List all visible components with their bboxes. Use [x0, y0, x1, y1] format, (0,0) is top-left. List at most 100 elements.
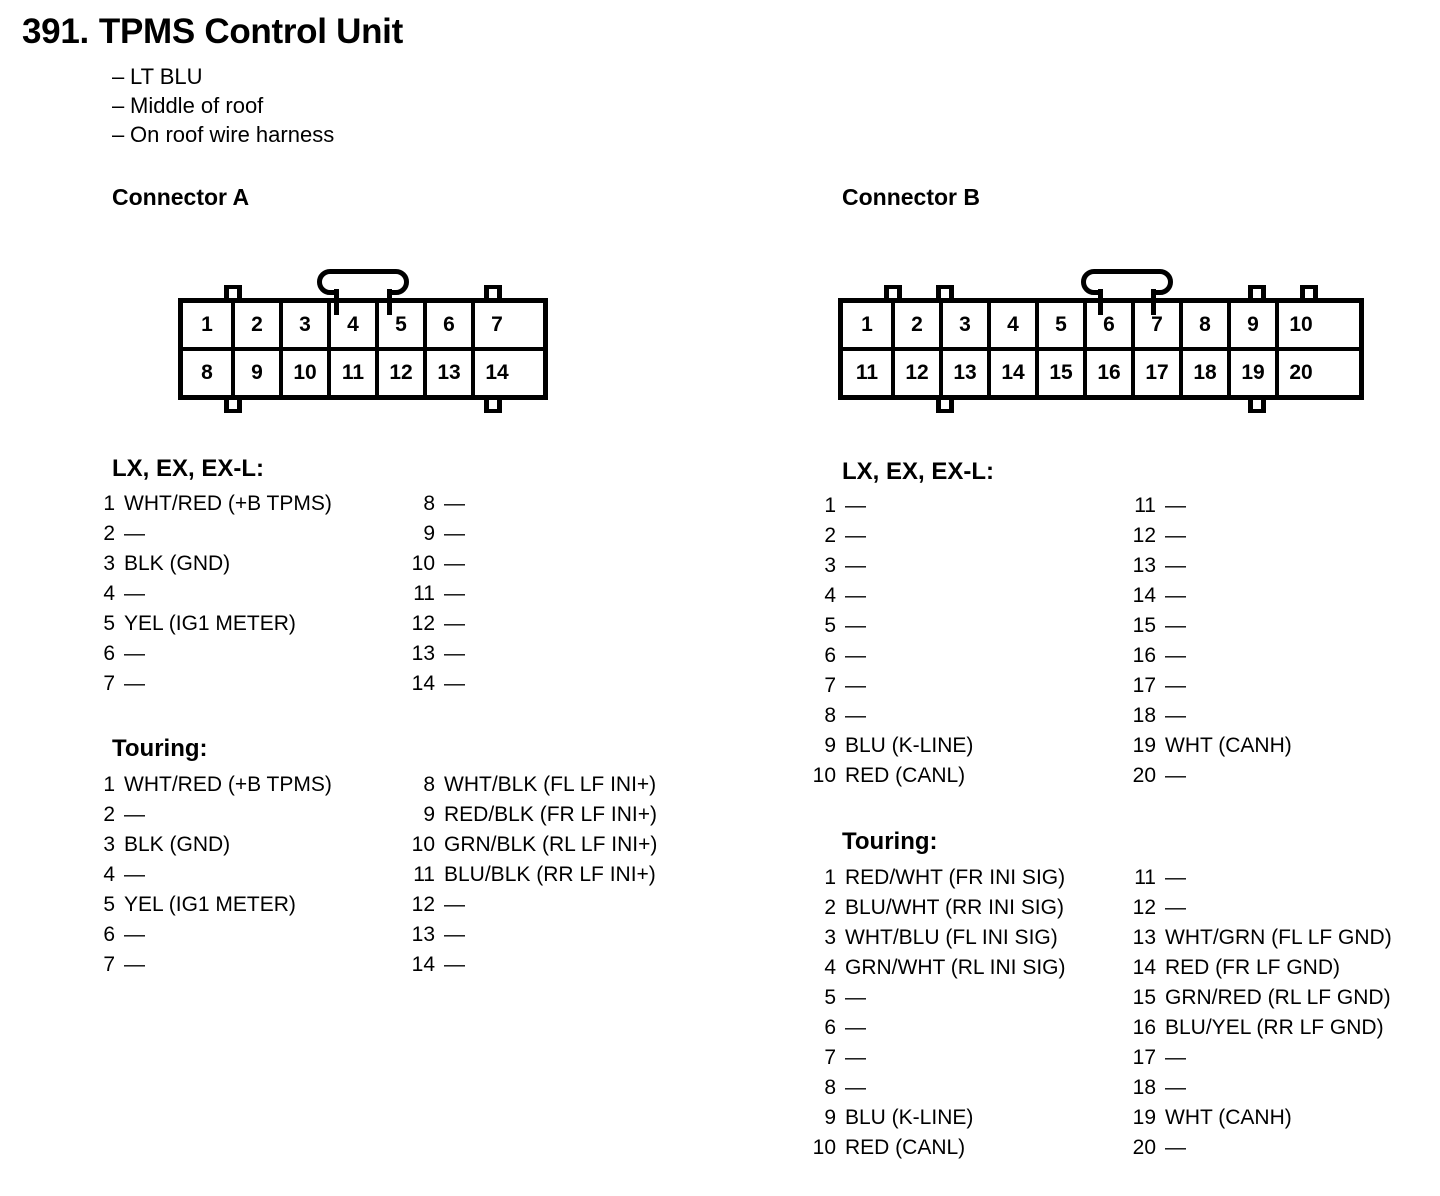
pin-cell: 20 — [1275, 351, 1323, 395]
pin-cell: 6 — [1083, 303, 1131, 347]
pin-number: 13 — [1132, 554, 1156, 577]
pin-number: 12 — [1132, 896, 1156, 919]
pin-cell: 11 — [843, 351, 891, 395]
pin-cell: 7 — [471, 303, 519, 347]
pin-assignment-row: 6— — [85, 642, 332, 672]
pin-number: 8 — [824, 1076, 836, 1099]
pin-wire-label: RED/BLK (FR LF INI+) — [444, 803, 657, 826]
pin-assignment-row: 12— — [405, 612, 465, 642]
pin-wire-label: BLU (K-LINE) — [845, 734, 974, 757]
connector-lock-tab — [484, 285, 502, 303]
pin-assignment-row: 1— — [806, 494, 973, 524]
pin-number: 8 — [824, 704, 836, 727]
list-item: –On roof wire harness — [112, 120, 334, 149]
pin-wire-label: RED/WHT (FR INI SIG) — [845, 866, 1066, 889]
pin-number: 1 — [103, 492, 115, 515]
pin-number: 10 — [812, 1136, 836, 1159]
pin-assignment-row: 4 GRN/WHT (RL INI SIG) — [806, 956, 1066, 986]
page-title-number: 391. — [22, 12, 89, 51]
pin-wire-label: BLU (K-LINE) — [845, 1106, 974, 1129]
pin-wire-label: GRN/WHT (RL INI SIG) — [845, 956, 1066, 979]
pin-cell: 2 — [891, 303, 939, 347]
pin-wire-label: — — [124, 522, 145, 545]
connector-lock-tab — [484, 395, 502, 413]
connector-a-lx-section-title: LX, EX, EX-L: — [112, 455, 265, 482]
pin-assignment-row: 5— — [806, 614, 973, 644]
pin-number: 18 — [1132, 704, 1156, 727]
pin-assignment-row: 9— — [405, 522, 465, 552]
pin-wire-label: — — [845, 614, 866, 637]
pin-assignment-row: 16— — [1126, 644, 1292, 674]
pin-number: 6 — [103, 642, 115, 665]
pin-number: 5 — [824, 614, 836, 637]
pin-assignment-row: 12— — [405, 893, 657, 923]
pin-wire-label: YEL (IG1 METER) — [124, 612, 296, 635]
pin-number: 9 — [423, 522, 435, 545]
pin-wire-label: RED (CANL) — [845, 764, 966, 787]
pin-wire-label: YEL (IG1 METER) — [124, 893, 296, 916]
pin-wire-label: — — [845, 494, 866, 517]
pin-wire-label: — — [1165, 1046, 1186, 1069]
pin-wire-label: BLU/YEL (RR LF GND) — [1165, 1016, 1384, 1039]
pin-assignment-row: 20— — [1126, 1136, 1392, 1166]
pin-assignment-row: 13— — [405, 923, 657, 953]
pin-assignment-row: 8— — [405, 492, 465, 522]
bullet-dash-icon: – — [112, 93, 125, 118]
pin-number: 5 — [103, 893, 115, 916]
pin-wire-label: — — [845, 1076, 866, 1099]
pin-wire-label: — — [1165, 674, 1186, 697]
pin-number: 4 — [824, 584, 836, 607]
pin-wire-label: — — [124, 863, 145, 886]
pin-wire-label: — — [845, 554, 866, 577]
pin-number: 13 — [411, 642, 435, 665]
header-bullet-list: –LT BLU –Middle of roof –On roof wire ha… — [112, 62, 334, 149]
pin-number: 10 — [411, 833, 435, 856]
pin-assignment-row: 18— — [1126, 704, 1292, 734]
pin-number: 8 — [423, 773, 435, 796]
pin-wire-label: — — [845, 644, 866, 667]
pin-number: 5 — [103, 612, 115, 635]
pin-wire-label: — — [1165, 584, 1186, 607]
pin-cell: 12 — [891, 351, 939, 395]
pin-number: 15 — [1132, 614, 1156, 637]
pin-wire-label: GRN/RED (RL LF GND) — [1165, 986, 1391, 1009]
pin-number: 16 — [1132, 644, 1156, 667]
pin-number: 2 — [824, 896, 836, 919]
pin-number: 7 — [103, 953, 115, 976]
pin-wire-label: — — [444, 522, 465, 545]
pin-number: 4 — [824, 956, 836, 979]
pin-wire-label: — — [124, 642, 145, 665]
pin-wire-label: — — [1165, 764, 1186, 787]
pin-number: 6 — [103, 923, 115, 946]
pin-wire-label: — — [124, 672, 145, 695]
pin-wire-label: — — [845, 986, 866, 1009]
pin-number: 13 — [1132, 926, 1156, 949]
pin-wire-label: — — [845, 674, 866, 697]
pin-wire-label: — — [1165, 866, 1186, 889]
bullet-text: Middle of roof — [130, 93, 264, 118]
pin-number: 16 — [1132, 1016, 1156, 1039]
pin-cell: 4 — [987, 303, 1035, 347]
pin-number: 4 — [103, 863, 115, 886]
pin-number: 10 — [411, 552, 435, 575]
pin-assignment-row: 4— — [806, 584, 973, 614]
pin-assignment-row: 11— — [405, 582, 465, 612]
pin-cell: 14 — [471, 351, 519, 395]
pin-number: 18 — [1132, 1076, 1156, 1099]
pin-wire-label: — — [444, 893, 465, 916]
